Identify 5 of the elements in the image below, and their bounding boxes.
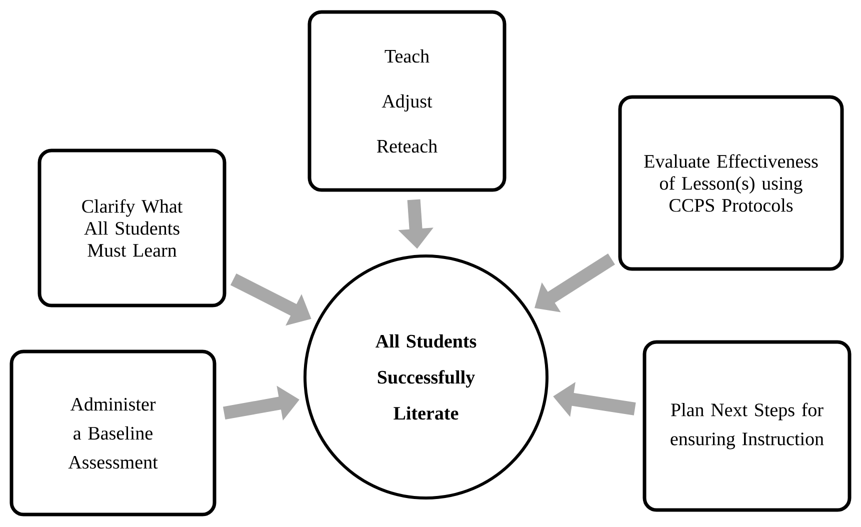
step-box: Plan Next Steps for ensuring Instruction [642,340,852,512]
step-box: Teach Adjust Reteach [308,10,506,192]
step-box: Clarify What All Students Must Learn [38,148,226,308]
step-box: Administer a Baseline Assessment [10,350,216,516]
step-box: Evaluate Effectiveness of Lesson(s) using CCPS Protocols [618,95,844,271]
